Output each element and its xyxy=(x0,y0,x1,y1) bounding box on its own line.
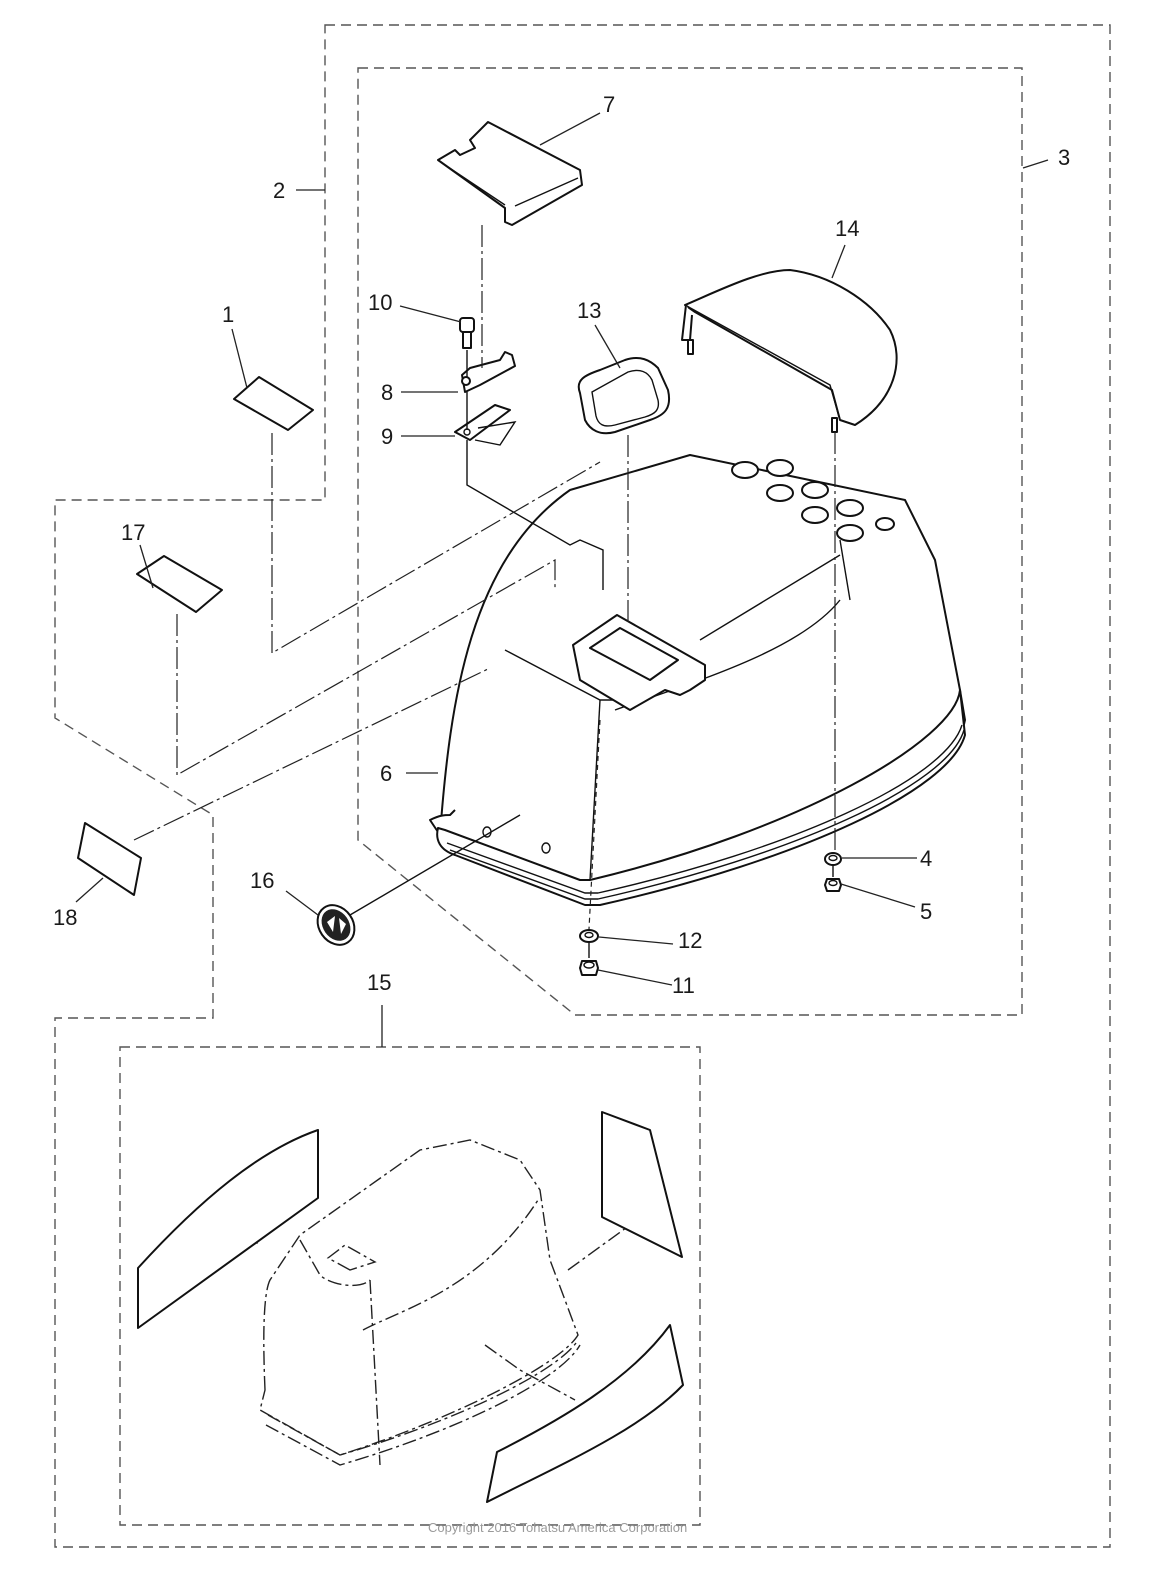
callout-10: 10 xyxy=(368,290,392,315)
callout-14: 14 xyxy=(835,216,859,241)
part-12-washer xyxy=(579,929,599,943)
part-5-nut xyxy=(824,878,842,892)
part-18-decal xyxy=(77,822,142,896)
callout-17: 17 xyxy=(121,520,145,545)
part-8-lever xyxy=(461,351,516,393)
callout-1: 1 xyxy=(222,302,234,327)
callout-8: 8 xyxy=(381,380,393,405)
callout-5: 5 xyxy=(920,899,932,924)
part-11-nut xyxy=(579,960,599,976)
group-outline-3 xyxy=(357,67,1023,1016)
callout-3: 3 xyxy=(1058,145,1070,170)
callout-13: 13 xyxy=(577,298,601,323)
kit-decal-bottom xyxy=(486,1324,684,1503)
callout-leaders xyxy=(75,112,1049,1047)
cooling-tubes xyxy=(731,459,895,542)
callout-6: 6 xyxy=(380,761,392,786)
callout-15: 15 xyxy=(367,970,391,995)
part-9-plate xyxy=(454,404,517,446)
part-13-grommet xyxy=(577,357,670,435)
kit-decal-right xyxy=(601,1111,683,1258)
callout-4: 4 xyxy=(920,846,932,871)
part-16-emblem xyxy=(316,904,356,946)
callout-12: 12 xyxy=(678,928,702,953)
group-outline-2 xyxy=(54,24,1111,1548)
callout-9: 9 xyxy=(381,424,393,449)
part-14-rear-cover xyxy=(681,269,898,433)
callout-18: 18 xyxy=(53,905,77,930)
phantom-cowling xyxy=(239,1139,631,1466)
group-outline-15 xyxy=(119,1046,701,1526)
callout-7: 7 xyxy=(603,92,615,117)
seal-rim xyxy=(436,689,966,906)
callout-16: 16 xyxy=(250,868,274,893)
kit-decal-left xyxy=(137,1129,319,1329)
part-4-washer xyxy=(824,852,842,866)
part-17-decal xyxy=(136,555,223,613)
cowling-body xyxy=(429,454,966,906)
callout-11: 11 xyxy=(672,973,695,998)
copyright-notice: Copyright 2016 Tohatsu America Corporati… xyxy=(428,1520,687,1535)
part-1-decal xyxy=(233,376,314,431)
part-7-lid-plate xyxy=(437,121,583,226)
part-10-bolt xyxy=(459,317,475,349)
callout-2: 2 xyxy=(273,178,285,203)
